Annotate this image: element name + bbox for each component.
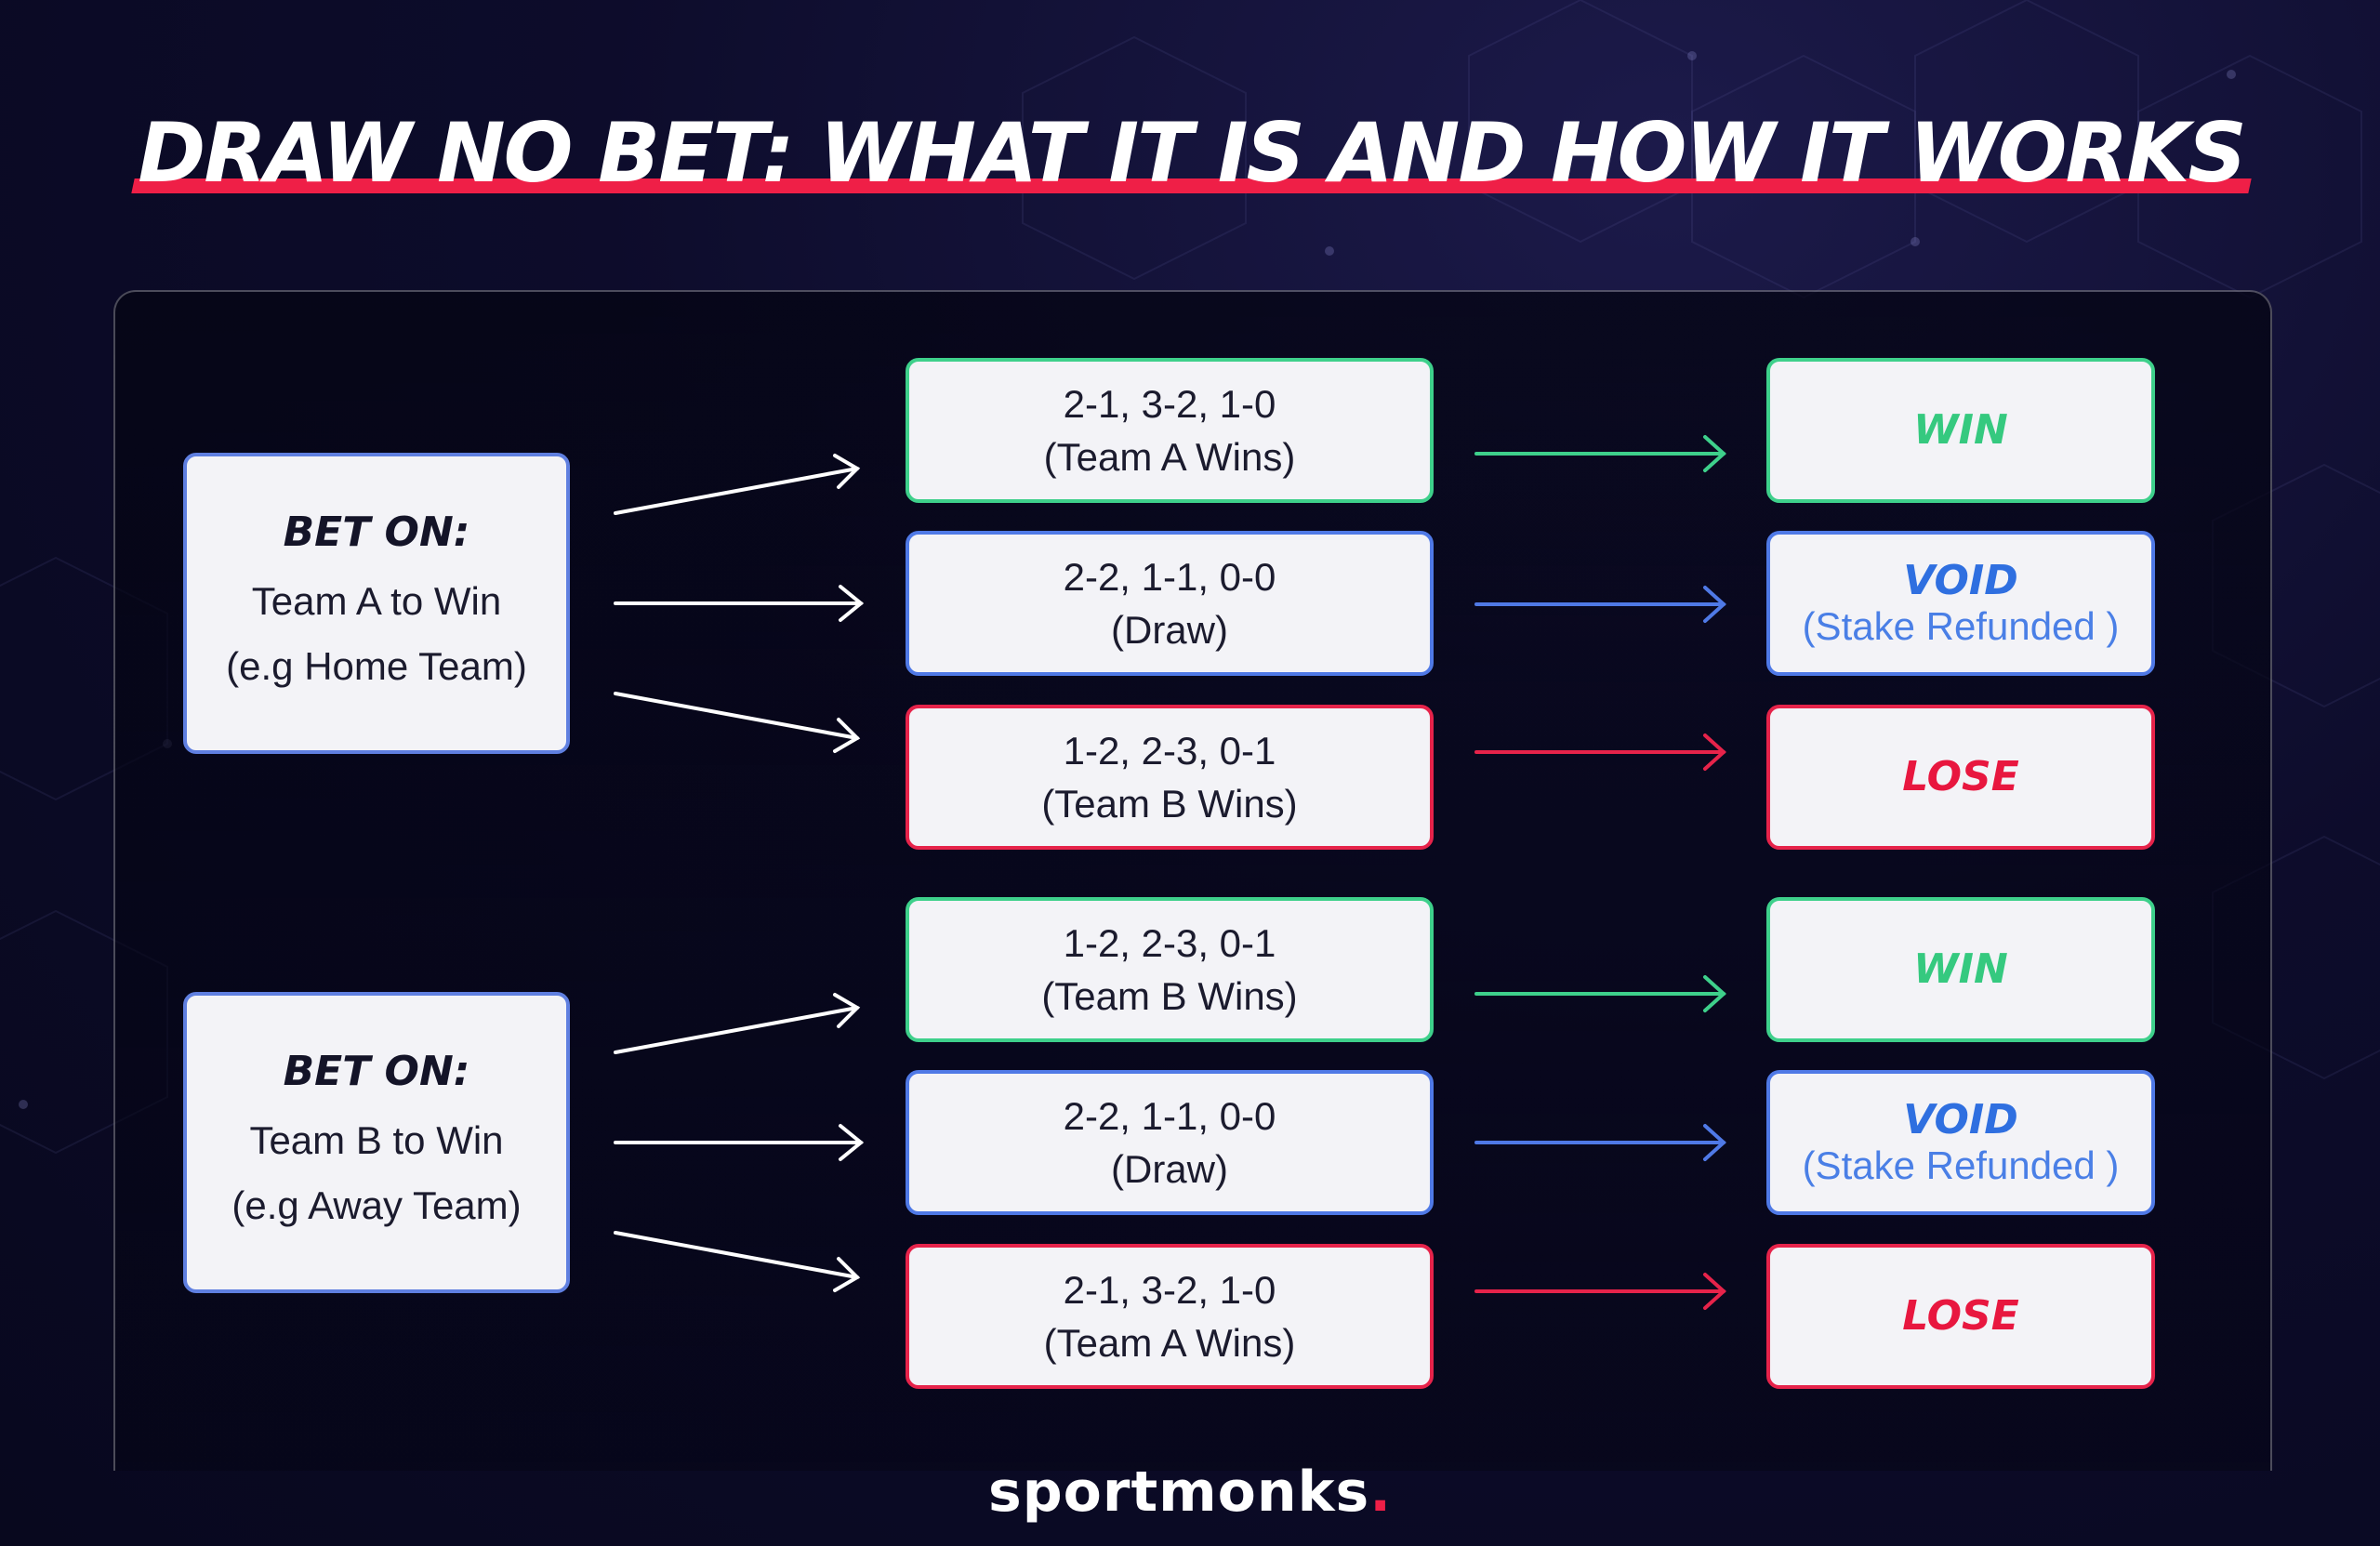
result-label: LOSE: [1902, 1292, 2019, 1340]
result-box-win: WIN: [1766, 358, 2155, 503]
bet-arrow-up: [614, 1006, 859, 1054]
result-label: LOSE: [1902, 753, 2019, 800]
bet-arrows-group-1: [614, 454, 865, 753]
bet-arrowhead-mid: [839, 1124, 865, 1161]
score-values: 2-1, 3-2, 1-0: [1063, 382, 1276, 426]
score-outcome: (Draw): [1111, 608, 1228, 652]
bet-line-2: (e.g Away Team): [231, 1183, 522, 1227]
result-sublabel: (Stake Refunded ): [1802, 604, 2120, 648]
score-values: 1-2, 2-3, 0-1: [1063, 729, 1276, 773]
bet-title: BET ON:: [283, 508, 470, 556]
result-box-lose: LOSE: [1766, 1244, 2155, 1389]
bet-arrowhead-down: [833, 718, 861, 753]
bet-line-1: Team B to Win: [249, 1117, 504, 1162]
result-box-void: VOID (Stake Refunded ): [1766, 531, 2155, 676]
score-outcome: (Team A Wins): [1043, 1321, 1296, 1365]
bet-line-1: Team A to Win: [251, 578, 502, 623]
score-values: 2-2, 1-1, 0-0: [1063, 1094, 1276, 1138]
score-values: 2-1, 3-2, 1-0: [1063, 1268, 1276, 1312]
result-arrows: [1474, 435, 1726, 1310]
logo-dot: .: [1369, 1460, 1393, 1525]
logo-text: sportmonks: [987, 1460, 1370, 1525]
result-box-void: VOID (Stake Refunded ): [1766, 1070, 2155, 1215]
bet-arrowhead-up: [833, 993, 861, 1028]
score-box: 2-1, 3-2, 1-0 (Team A Wins): [906, 1244, 1434, 1389]
bet-title: BET ON:: [283, 1047, 470, 1095]
bet-box-team-b: BET ON: Team B to Win (e.g Away Team): [183, 992, 570, 1293]
result-label: WIN: [1913, 945, 2008, 993]
result-box-win: WIN: [1766, 897, 2155, 1042]
page-title-text: DRAW NO BET: WHAT IT IS AND HOW IT WORKS: [138, 105, 2247, 201]
score-outcome: (Draw): [1111, 1147, 1228, 1191]
result-sublabel: (Stake Refunded ): [1802, 1143, 2120, 1187]
result-label: VOID: [1903, 1096, 2018, 1143]
sportmonks-logo: sportmonks.: [0, 1460, 2380, 1525]
bet-arrowhead-up: [833, 454, 861, 489]
score-box: 1-2, 2-3, 0-1 (Team B Wins): [906, 705, 1434, 850]
bet-box-team-a: BET ON: Team A to Win (e.g Home Team): [183, 453, 570, 754]
score-values: 2-2, 1-1, 0-0: [1063, 555, 1276, 599]
bet-line-2: (e.g Home Team): [226, 643, 527, 688]
score-box: 2-1, 3-2, 1-0 (Team A Wins): [906, 358, 1434, 503]
bet-arrow-down: [614, 692, 859, 740]
score-box: 2-2, 1-1, 0-0 (Draw): [906, 1070, 1434, 1215]
result-box-lose: LOSE: [1766, 705, 2155, 850]
score-box: 2-2, 1-1, 0-0 (Draw): [906, 531, 1434, 676]
score-outcome: (Team B Wins): [1041, 782, 1298, 826]
score-outcome: (Team A Wins): [1043, 435, 1296, 479]
bet-arrow-down: [614, 1231, 859, 1279]
page-title: DRAW NO BET: WHAT IT IS AND HOW IT WORKS: [131, 102, 2252, 214]
result-label: WIN: [1913, 406, 2008, 454]
bet-arrowhead-mid: [839, 585, 865, 622]
bet-arrowhead-down: [833, 1257, 861, 1292]
score-outcome: (Team B Wins): [1041, 974, 1298, 1018]
bet-arrows-group-2: [614, 993, 865, 1292]
result-label: VOID: [1903, 557, 2018, 604]
bet-arrow-up: [614, 467, 859, 515]
score-box: 1-2, 2-3, 0-1 (Team B Wins): [906, 897, 1434, 1042]
score-values: 1-2, 2-3, 0-1: [1063, 921, 1276, 965]
